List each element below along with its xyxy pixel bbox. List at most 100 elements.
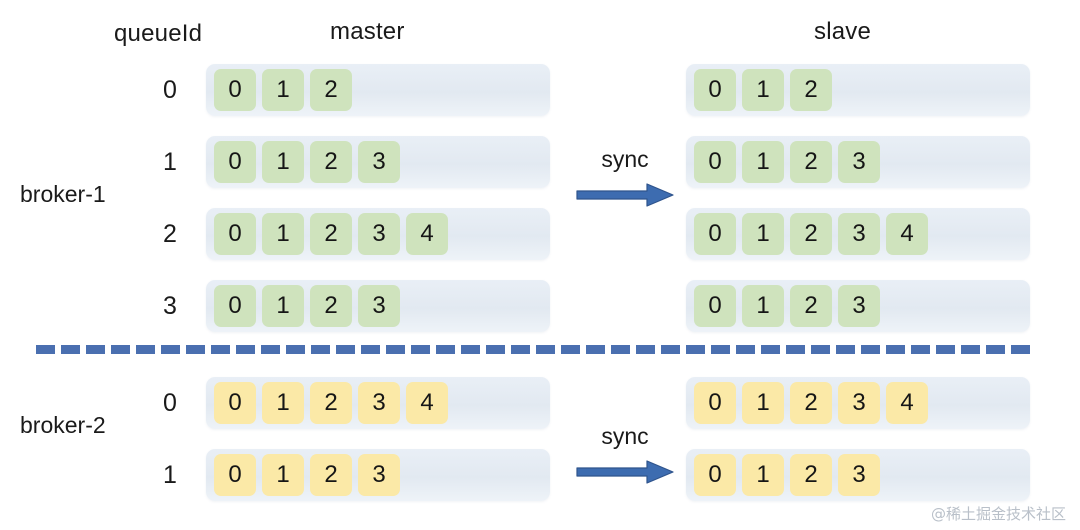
message-cell: 0 <box>214 141 256 183</box>
divider-dash <box>286 345 305 354</box>
message-cell: 3 <box>358 382 400 424</box>
divider-dash <box>611 345 630 354</box>
divider-dash <box>461 345 480 354</box>
message-cell: 1 <box>262 141 304 183</box>
message-cell: 0 <box>214 285 256 327</box>
divider-dash <box>986 345 1005 354</box>
queue-id-label: 0 <box>163 389 177 417</box>
message-cell: 0 <box>214 382 256 424</box>
divider-dash <box>511 345 530 354</box>
divider-dash <box>136 345 155 354</box>
message-cell: 2 <box>310 382 352 424</box>
divider-dash <box>436 345 455 354</box>
message-cell: 2 <box>310 141 352 183</box>
broker-2-label: broker-2 <box>20 412 106 438</box>
message-cell: 1 <box>262 285 304 327</box>
sync-group: sync <box>565 148 685 207</box>
message-cell: 3 <box>358 213 400 255</box>
divider-dash <box>86 345 105 354</box>
divider-dash <box>736 345 755 354</box>
message-cell: 3 <box>838 285 880 327</box>
message-cell: 2 <box>310 213 352 255</box>
message-cell: 2 <box>310 285 352 327</box>
message-cell: 2 <box>790 454 832 496</box>
message-cell: 2 <box>790 213 832 255</box>
divider-dash <box>761 345 780 354</box>
message-cell: 0 <box>694 454 736 496</box>
divider-dash <box>586 345 605 354</box>
divider-dash <box>186 345 205 354</box>
message-cell: 1 <box>262 69 304 111</box>
message-cell: 1 <box>742 213 784 255</box>
divider-dash <box>311 345 330 354</box>
message-cell: 2 <box>310 454 352 496</box>
message-cell: 4 <box>406 382 448 424</box>
message-cell: 4 <box>886 213 928 255</box>
divider-dash <box>486 345 505 354</box>
divider-dash <box>636 345 655 354</box>
queue-id-label: 3 <box>163 292 177 320</box>
queue-id-label: 2 <box>163 220 177 248</box>
message-cell: 2 <box>310 69 352 111</box>
message-cell: 0 <box>694 382 736 424</box>
message-cell: 0 <box>214 69 256 111</box>
sync-label: sync <box>601 423 649 449</box>
message-cell: 1 <box>262 454 304 496</box>
divider-dash <box>711 345 730 354</box>
message-cell: 3 <box>838 141 880 183</box>
divider-dash <box>786 345 805 354</box>
divider-dash <box>211 345 230 354</box>
broker-1-label: broker-1 <box>20 181 106 207</box>
message-cell: 3 <box>838 454 880 496</box>
message-cell: 1 <box>742 382 784 424</box>
message-cell: 2 <box>790 69 832 111</box>
divider-dash <box>111 345 130 354</box>
divider-dash <box>236 345 255 354</box>
message-cell: 4 <box>406 213 448 255</box>
divider-dash <box>661 345 680 354</box>
divider-dash <box>261 345 280 354</box>
divider-dash <box>911 345 930 354</box>
message-cell: 3 <box>358 141 400 183</box>
queue-id-label: 1 <box>163 148 177 176</box>
message-cell: 2 <box>790 285 832 327</box>
message-cell: 4 <box>886 382 928 424</box>
divider-dash <box>61 345 80 354</box>
message-cell: 2 <box>790 141 832 183</box>
message-cell: 0 <box>214 213 256 255</box>
divider-dash <box>936 345 955 354</box>
divider-dash <box>961 345 980 354</box>
message-cell: 0 <box>694 141 736 183</box>
message-cell: 0 <box>214 454 256 496</box>
queue-id-label: 1 <box>163 461 177 489</box>
message-cell: 3 <box>838 213 880 255</box>
divider-dash <box>811 345 830 354</box>
message-cell: 3 <box>838 382 880 424</box>
divider-dash <box>411 345 430 354</box>
divider-dash <box>36 345 55 354</box>
divider-dash <box>386 345 405 354</box>
divider-dash <box>836 345 855 354</box>
broker-divider <box>36 345 1046 354</box>
message-cell: 1 <box>742 141 784 183</box>
sync-label: sync <box>601 146 649 172</box>
divider-dash <box>161 345 180 354</box>
